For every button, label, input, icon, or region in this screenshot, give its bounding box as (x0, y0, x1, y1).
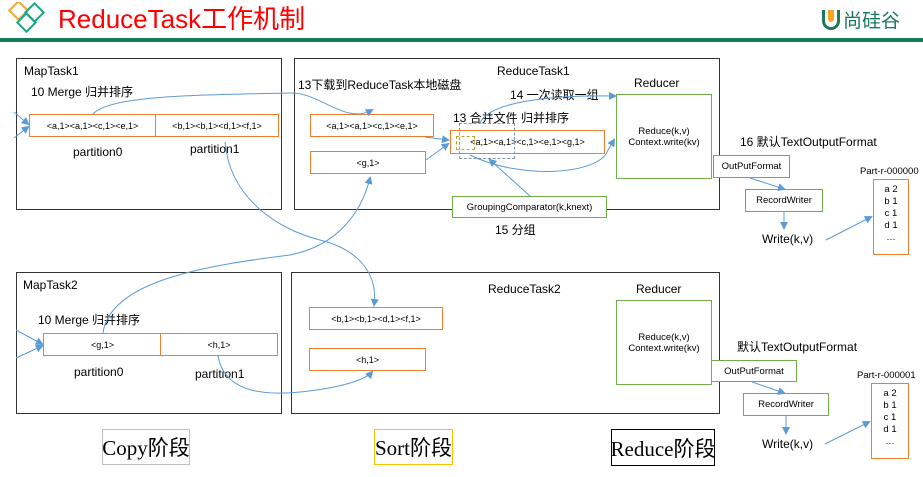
output2-line: a 2 (883, 388, 897, 399)
reducer2-title: Reducer (636, 282, 682, 296)
reducer1-line0: Reduce(k,v) (638, 125, 690, 137)
output2-line: d 1 (883, 424, 897, 435)
recordwriter1: RecordWriter (745, 189, 823, 212)
reducer1-title: Reducer (634, 76, 680, 90)
maptask1-merge-label: 10 Merge 归并排序 (31, 85, 134, 99)
download-label: 13下载到ReduceTask本地磁盘 (298, 78, 462, 92)
output-file1: a 2 b 1 c 1 d 1 … (873, 179, 909, 255)
group-label: 15 分组 (495, 223, 536, 237)
reducer1-box: Reduce(k,v) Context.write(kv) (616, 94, 712, 179)
output1-line: c 1 (884, 208, 898, 219)
stage-sort: Sort阶段 (374, 429, 453, 465)
read-group-label: 14 一次读取一组 (510, 88, 599, 102)
output1-line: a 2 (884, 184, 898, 195)
maptask1-partition1: <b,1><b,1><d,1><f,1> (155, 114, 279, 137)
output-format2-label: 默认TextOutputFormat (737, 340, 858, 354)
maptask2-partition1: <h,1> (160, 333, 278, 356)
maptask1-title: MapTask1 (24, 64, 79, 78)
recordwriter2: RecordWriter (743, 393, 829, 416)
reducetask2-file0: <b,1><b,1><d,1><f,1> (309, 307, 443, 330)
reducer2-line0: Reduce(k,v) (638, 331, 690, 343)
diamond-logo-icon (7, 2, 46, 34)
maptask1-partition0: <a,1><a,1><c,1><e,1> (29, 114, 156, 137)
output-format1-label: 16 默认TextOutputFormat (740, 135, 877, 149)
outputformat1: OutPutFormat (713, 155, 790, 178)
brand-name: 尚硅谷 (843, 11, 901, 32)
output1-line: … (886, 232, 896, 243)
u-logo-icon (822, 9, 840, 30)
output2-line: … (885, 436, 895, 447)
reducer2-line1: Context.write(kv) (628, 342, 700, 354)
output1-line: b 1 (884, 196, 898, 207)
write2: Write(k,v) (762, 437, 814, 451)
write1: Write(k,v) (762, 232, 814, 246)
reducetask2-title: ReduceTask2 (488, 282, 561, 296)
brand: 尚硅谷 (822, 6, 900, 33)
maptask1-partition1-label: partition1 (190, 142, 240, 156)
reducetask2-file1: <h,1> (309, 348, 426, 371)
reducetask1-file1: <g,1> (310, 151, 426, 174)
header-divider (0, 38, 923, 42)
stage-reduce: Reduce阶段 (611, 429, 716, 466)
arrow-of2-to-rw2 (751, 381, 786, 395)
maptask2-title: MapTask2 (23, 278, 78, 292)
maptask2-partition0: <g,1> (43, 333, 162, 356)
arrow-write2-to-file2 (824, 421, 871, 445)
output-file1-name: Part-r-000000 (860, 166, 919, 177)
reducer2-box: Reduce(k,v) Context.write(kv) (616, 300, 712, 385)
arrow-of1-to-rw1 (749, 177, 786, 191)
output-file2-name: Part-r-000001 (857, 370, 916, 381)
maptask1-partition0-label: partition0 (73, 145, 123, 159)
grouping-comparator: GroupingComparator(k,knext) (452, 196, 607, 218)
reducetask1-file0: <a,1><a,1><c,1><e,1> (310, 114, 434, 137)
output2-line: c 1 (883, 412, 897, 423)
output-file2: a 2 b 1 c 1 d 1 … (871, 383, 909, 459)
stage-copy: Copy阶段 (102, 429, 190, 465)
reducetask1-title: ReduceTask1 (497, 64, 570, 78)
output2-line: b 1 (883, 400, 897, 411)
page-title: ReduceTask工作机制 (58, 4, 306, 34)
maptask2-merge-label: 10 Merge 归并排序 (38, 313, 141, 327)
group-key-dashed (456, 136, 475, 150)
reducer1-line1: Context.write(kv) (628, 136, 700, 148)
outputformat2: OutPutFormat (711, 360, 797, 382)
output1-line: d 1 (884, 220, 898, 231)
maptask2-partition0-label: partition0 (74, 365, 124, 379)
arrow-write1-to-file1 (825, 216, 873, 241)
maptask2-partition1-label: partition1 (195, 367, 245, 381)
